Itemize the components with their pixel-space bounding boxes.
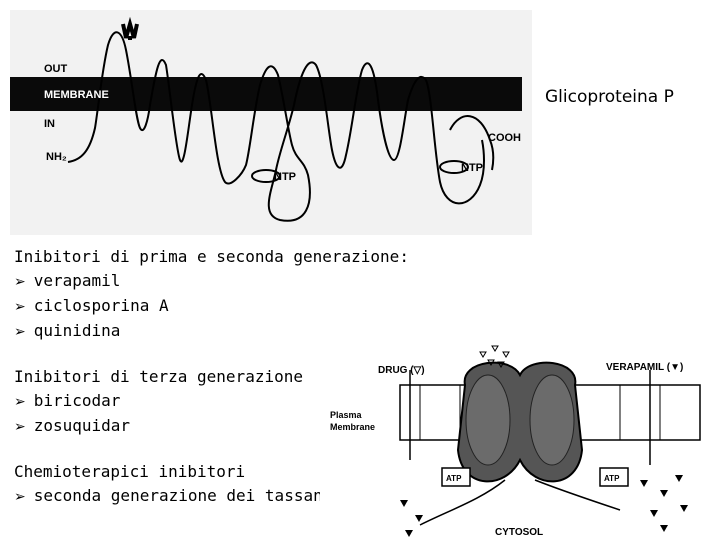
drug-molecules — [479, 345, 510, 368]
inhibitor-group-3: Chemioterapici inibitori ➢ seconda genera… — [14, 460, 332, 509]
label-ntp-2: NTP — [461, 162, 483, 174]
list-item-text: biricodar — [33, 391, 121, 410]
atp-box-right — [599, 467, 629, 487]
label-ntp-1: NTP — [274, 171, 296, 183]
glycosylation-mark — [121, 16, 139, 40]
label-cytosol: CYTOSOL — [495, 527, 543, 538]
group-heading: Chemioterapici inibitori — [14, 462, 246, 481]
list-item: ➢ ciclosporina A — [14, 294, 409, 319]
label-in: IN — [44, 118, 55, 130]
label-atp-left: ATP — [446, 474, 462, 483]
ntp-site-1 — [251, 169, 281, 183]
list-item: ➢ seconda generazione dei tassani — [14, 484, 332, 509]
list-item-text: seconda generazione dei tassani — [33, 486, 333, 505]
list-item-text: ciclosporina A — [33, 296, 169, 315]
atp-box-left — [441, 467, 471, 487]
label-nh2: NH₂ — [46, 151, 67, 163]
transport-arrows — [409, 370, 651, 526]
list-item: ➢ biricodar — [14, 389, 303, 414]
list-item: ➢ quinidina — [14, 319, 409, 344]
label-atp-right: ATP — [604, 474, 620, 483]
label-cooh: COOH — [488, 132, 521, 144]
verapamil-molecules — [400, 475, 688, 537]
group-heading: Inibitori di prima e seconda generazione… — [14, 247, 409, 266]
page-title: Glicoproteina P — [545, 87, 674, 107]
left-lobe — [465, 374, 511, 466]
label-drug: DRUG (▽) — [378, 365, 425, 376]
inhibitor-group-2: Inibitori di terza generazione ➢ biricoda… — [14, 365, 303, 439]
membrane-band — [10, 77, 522, 111]
list-item-text: quinidina — [33, 321, 121, 340]
list-item: ➢ verapamil — [14, 269, 409, 294]
list-item-text: zosuquidar — [33, 416, 131, 435]
diagram-background — [10, 10, 532, 235]
polypeptide-chain — [67, 31, 485, 222]
label-membrane: MEMBRANE — [44, 89, 109, 101]
right-lobe — [529, 374, 575, 466]
label-membrane: Membrane — [330, 422, 375, 432]
ntp-site-2 — [439, 160, 469, 174]
arrow-bullet-icon: ➢ — [14, 274, 26, 290]
label-plasma: Plasma — [330, 410, 363, 420]
pgp-topology-diagram: OUT MEMBRANE IN NH₂ COOH NTP NTP — [10, 10, 532, 235]
arrow-bullet-icon: ➢ — [14, 489, 26, 505]
arrow-bullet-icon: ➢ — [14, 419, 26, 435]
group-heading: Inibitori di terza generazione — [14, 367, 303, 386]
arrow-bullet-icon: ➢ — [14, 394, 26, 410]
c-terminal-tail — [449, 115, 495, 171]
arrow-bullet-icon: ➢ — [14, 324, 26, 340]
inhibitor-group-1: Inibitori di prima e seconda generazione… — [14, 245, 409, 344]
list-item: ➢ zosuquidar — [14, 414, 303, 439]
pgp-pump-diagram: DRUG (▽) VERAPAMIL (▼) Plasma Membrane A… — [320, 340, 720, 540]
list-item-text: verapamil — [33, 271, 121, 290]
arrow-bullet-icon: ➢ — [14, 299, 26, 315]
label-out: OUT — [44, 63, 68, 75]
label-verapamil: VERAPAMIL (▼) — [606, 362, 683, 373]
